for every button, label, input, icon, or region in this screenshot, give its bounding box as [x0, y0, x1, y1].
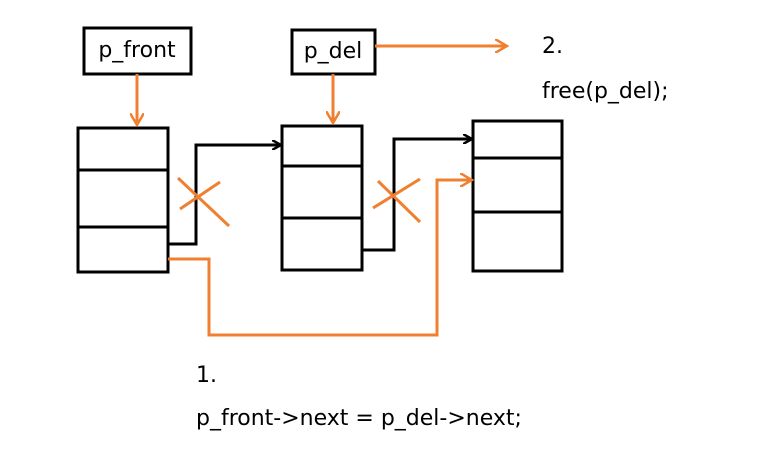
step-1-number: 1.	[196, 363, 217, 388]
p-front-label: p_front	[98, 38, 176, 63]
node-next	[471, 119, 564, 273]
p-del-label: p_del	[304, 39, 363, 64]
p-del-label-box: p_del	[290, 28, 377, 76]
node-front	[76, 126, 170, 274]
link-front-to-del	[168, 145, 280, 246]
step-2-code: free(p_del);	[542, 79, 669, 104]
cross-mark-front-link	[176, 176, 231, 228]
node-del	[280, 124, 364, 272]
bypass-link-front-to-next	[168, 180, 471, 337]
step-1-code: p_front->next = p_del->next;	[196, 406, 522, 431]
step-2-number: 2.	[542, 34, 563, 59]
link-del-to-next	[362, 139, 471, 252]
cross-mark-del-link	[372, 177, 422, 224]
p-front-label-box: p_front	[82, 26, 193, 76]
